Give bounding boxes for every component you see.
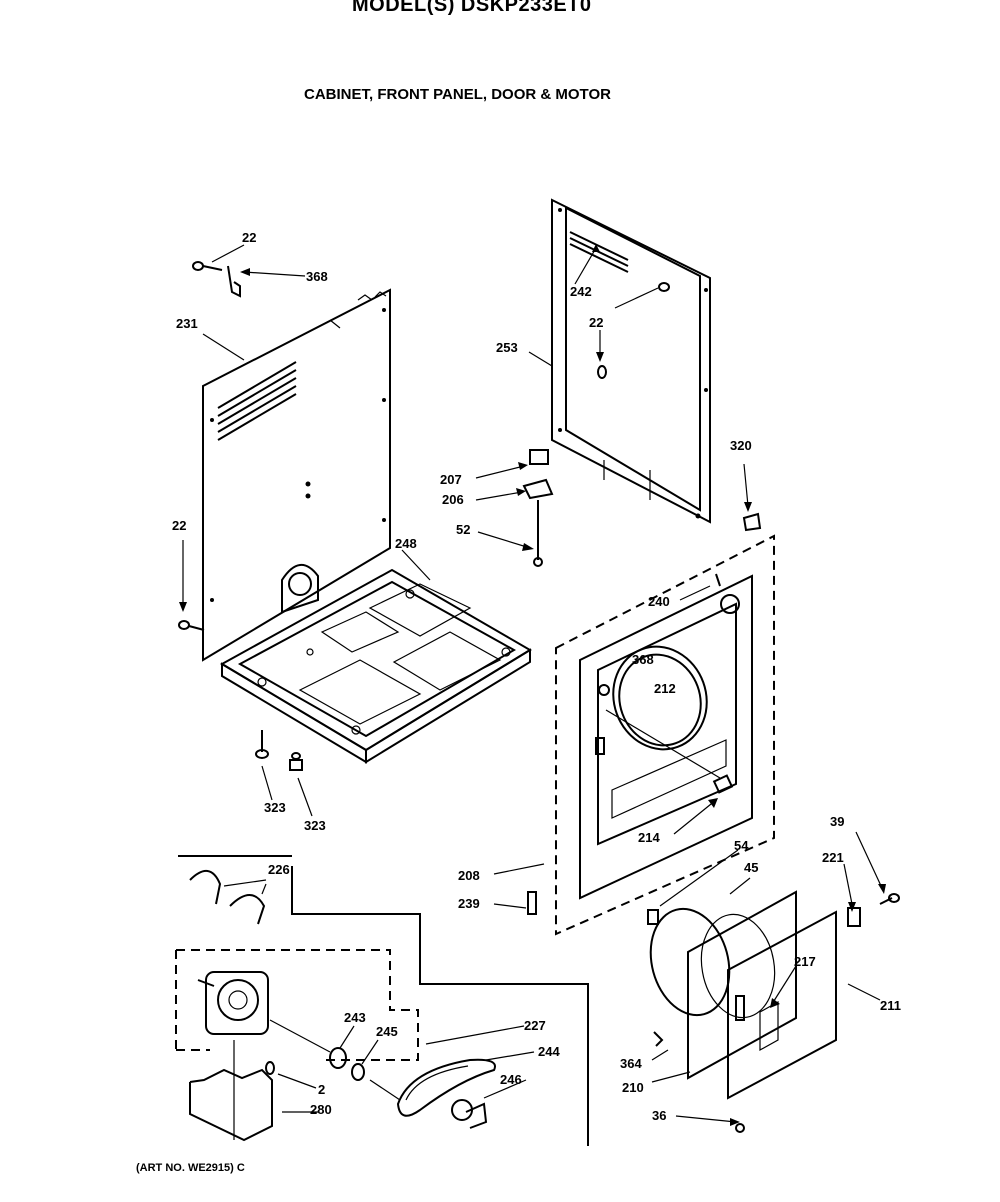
callout-246: 246 bbox=[500, 1072, 522, 1087]
callout-45: 45 bbox=[744, 860, 758, 875]
callout-240: 240 bbox=[648, 594, 670, 609]
front-panel bbox=[579, 574, 753, 900]
callout-243: 243 bbox=[344, 1010, 366, 1025]
callout-22: 22 bbox=[172, 518, 186, 533]
leveling-leg-right bbox=[289, 752, 303, 771]
drive-motor bbox=[197, 971, 331, 1053]
callout-226: 226 bbox=[268, 862, 290, 877]
art-number: (ART NO. WE2915) C bbox=[136, 1162, 245, 1174]
callout-323: 323 bbox=[264, 800, 286, 815]
top-frame bbox=[551, 198, 711, 524]
callout-231: 231 bbox=[176, 316, 198, 331]
leveling-leg-left bbox=[255, 730, 269, 759]
callout-280: 280 bbox=[310, 1102, 332, 1117]
callout-244: 244 bbox=[538, 1044, 560, 1059]
callout-245: 245 bbox=[376, 1024, 398, 1039]
back-panel bbox=[202, 288, 391, 662]
model-title: MODEL(S) DSKP233ET0 bbox=[352, 0, 592, 16]
screw-22-top bbox=[192, 261, 223, 271]
clip-368 bbox=[227, 265, 241, 298]
door-assembly bbox=[647, 890, 837, 1100]
callout-253: 253 bbox=[496, 340, 518, 355]
diagram-subtitle: CABINET, FRONT PANEL, DOOR & MOTOR bbox=[304, 86, 611, 103]
duct-clips bbox=[189, 870, 267, 925]
callout-2: 2 bbox=[318, 1082, 325, 1097]
callout-242: 242 bbox=[570, 284, 592, 299]
callout-323: 323 bbox=[304, 818, 326, 833]
callout-54: 54 bbox=[734, 838, 749, 853]
callout-22: 22 bbox=[242, 230, 256, 245]
callout-239: 239 bbox=[458, 896, 480, 911]
idler-pulley bbox=[451, 1079, 527, 1129]
callout-212: 212 bbox=[654, 681, 676, 696]
callout-217: 217 bbox=[794, 954, 816, 969]
door-switch bbox=[522, 449, 554, 567]
callout-207: 207 bbox=[440, 472, 462, 487]
callout-39: 39 bbox=[830, 814, 844, 829]
callout-208: 208 bbox=[458, 868, 480, 883]
callout-368: 368 bbox=[306, 269, 328, 284]
motor-mount bbox=[189, 1040, 318, 1142]
cabinet-base bbox=[219, 564, 532, 764]
motor-pulley bbox=[329, 1025, 379, 1081]
callout-52: 52 bbox=[456, 522, 470, 537]
callout-221: 221 bbox=[822, 850, 844, 865]
screw-22-left bbox=[178, 540, 205, 631]
callout-211: 211 bbox=[880, 998, 901, 1013]
callout-36: 36 bbox=[652, 1108, 666, 1123]
callout-210: 210 bbox=[622, 1080, 644, 1095]
callout-248: 248 bbox=[395, 536, 417, 551]
drive-belt bbox=[369, 1025, 535, 1117]
callout-368: 368 bbox=[632, 652, 654, 667]
callout-227: 227 bbox=[524, 1018, 546, 1033]
callout-364: 364 bbox=[620, 1056, 642, 1071]
callout-320: 320 bbox=[730, 438, 752, 453]
callout-22: 22 bbox=[589, 315, 603, 330]
callout-206: 206 bbox=[442, 492, 464, 507]
callout-214: 214 bbox=[638, 830, 660, 845]
